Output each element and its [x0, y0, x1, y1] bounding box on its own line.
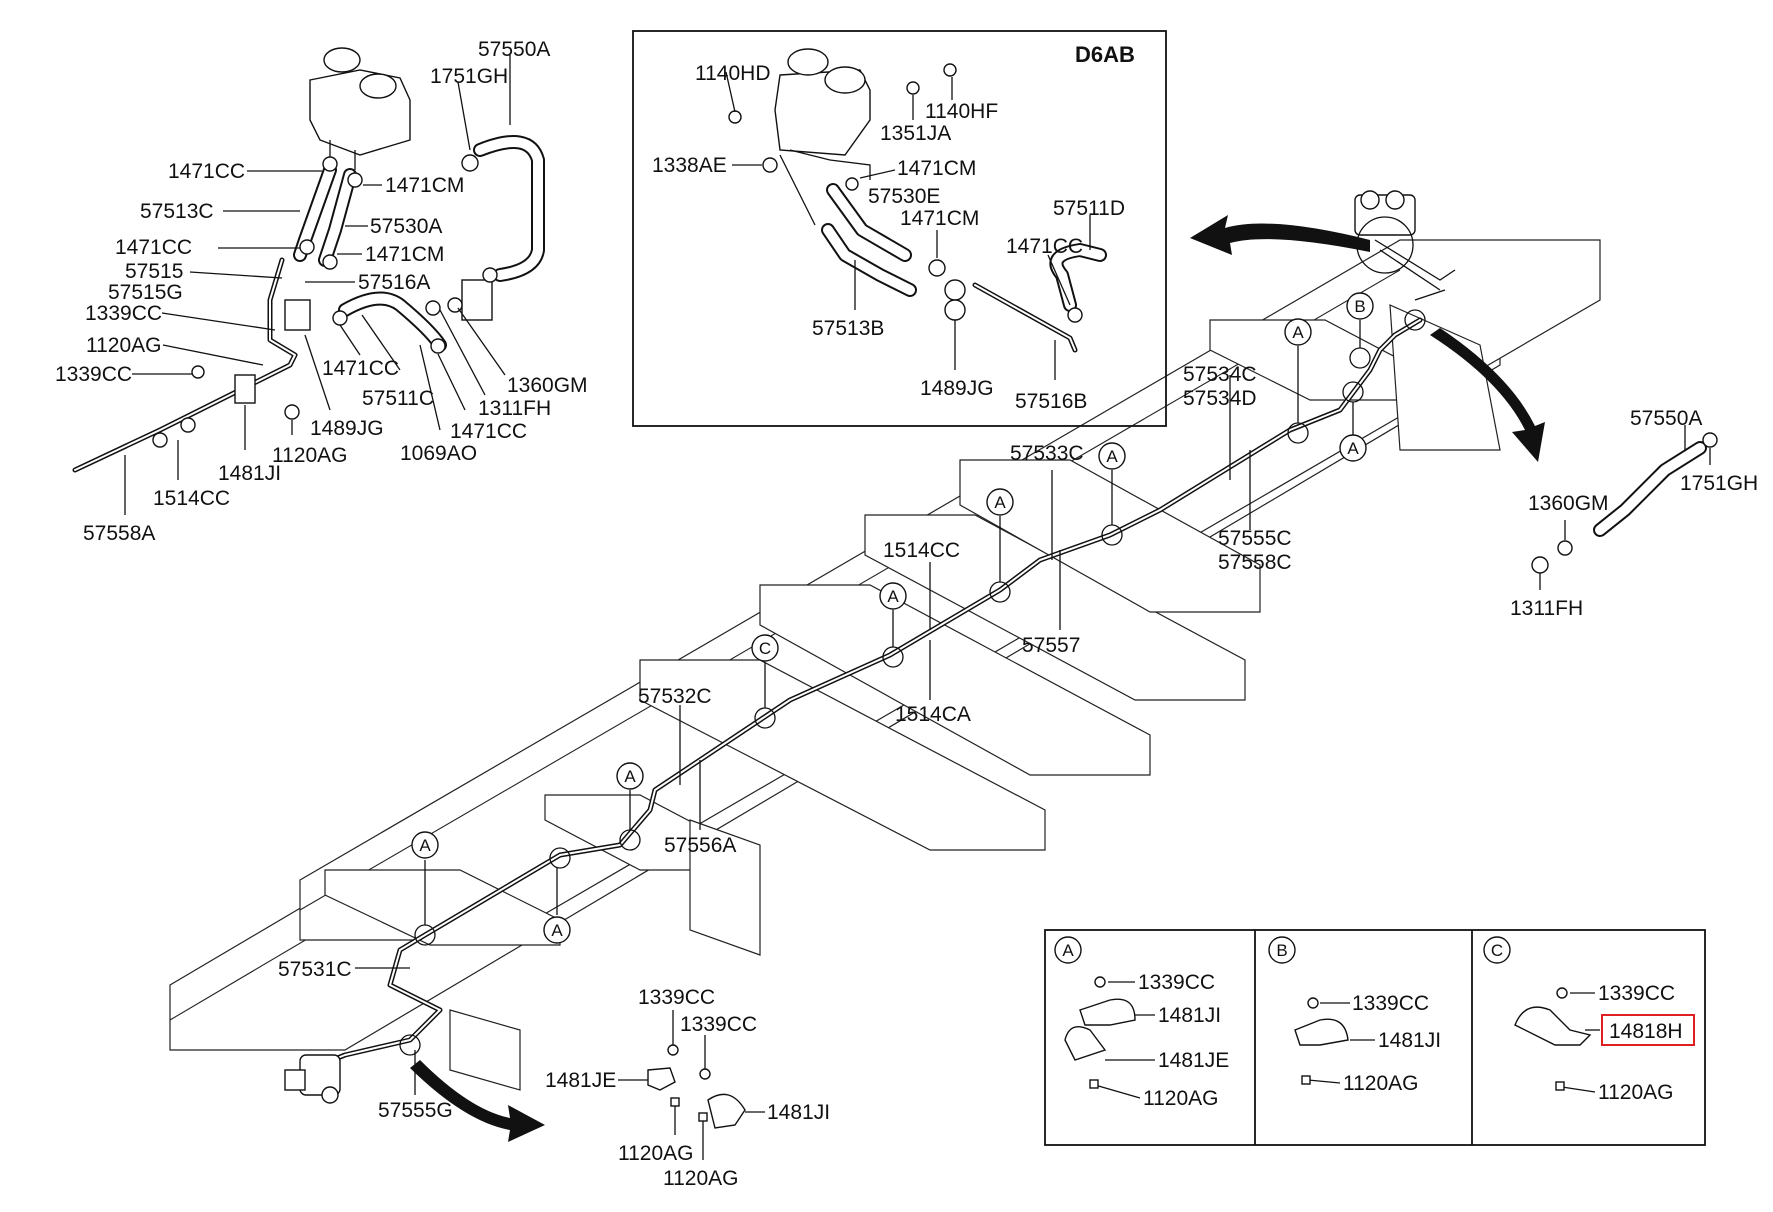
callout-a-2: A [551, 921, 563, 940]
label-1471CC-a: 1471CC [168, 160, 245, 183]
callout-b: B [1354, 297, 1365, 316]
label-57532C: 57532C [638, 685, 712, 708]
legend-a-1120AG: 1120AG [1143, 1087, 1219, 1110]
label-1351JA: 1351JA [880, 122, 951, 145]
inset-title: D6AB [1075, 42, 1135, 67]
callout-a-1: A [419, 836, 431, 855]
label-1514CC: 1514CC [883, 539, 960, 562]
label-1120AG-bottom-b: 1120AG [663, 1167, 739, 1190]
label-1120AG-bottom-a: 1120AG [618, 1142, 694, 1165]
label-57556A: 57556A [664, 834, 736, 857]
label-1339CC-a: 1339CC [85, 302, 162, 325]
label-57516B: 57516B [1015, 390, 1087, 413]
label-1481JE-bottom: 1481JE [545, 1069, 616, 1092]
legend-a-1481JE: 1481JE [1158, 1049, 1229, 1072]
label-57550A-right: 57550A [1630, 407, 1702, 430]
label-57515G: 57515G [108, 281, 183, 304]
label-1339CC-b: 1339CC [55, 363, 132, 386]
label-1120AG-b: 1120AG [272, 444, 348, 467]
label-1360GM: 1360GM [507, 374, 588, 397]
proportioning-valve [284, 1054, 341, 1104]
label-1471CM-b: 1471CM [365, 243, 444, 266]
callout-a-7: A [1292, 323, 1304, 342]
label-1360GM-right: 1360GM [1528, 492, 1609, 515]
label-57516A: 57516A [358, 271, 430, 294]
label-1471CC-c: 1471CC [322, 357, 399, 380]
legend-b-key: B [1276, 941, 1287, 960]
label-1339CC-bottom-a: 1339CC [638, 986, 715, 1009]
label-57550A: 57550A [478, 38, 550, 61]
label-1481JI-bottom: 1481JI [767, 1101, 830, 1124]
label-57515: 57515 [125, 260, 183, 283]
label-57530E: 57530E [868, 185, 940, 208]
label-1751GH-right: 1751GH [1680, 472, 1758, 495]
label-57533C: 57533C [1010, 442, 1084, 465]
callout-a-4: A [887, 587, 899, 606]
callout-c: C [759, 639, 771, 658]
label-1120AG-a: 1120AG [86, 334, 162, 357]
legend-c-14818H: 14818H [1609, 1020, 1683, 1043]
legend-c-1120AG: 1120AG [1598, 1081, 1674, 1104]
label-1311FH-right: 1311FH [1510, 597, 1583, 620]
label-57513C: 57513C [140, 200, 214, 223]
bottom-clip-detail: 1339CC 1339CC 1481JE 1481JI 1120AG 1120A… [545, 986, 830, 1190]
label-1339CC-bottom-b: 1339CC [680, 1013, 757, 1036]
label-57555G: 57555G [378, 1099, 453, 1122]
clip-legend: A 1339CC 1481JI 1481JE 1120AG B 1339CC 1… [1044, 929, 1706, 1146]
label-1311FH: 1311FH [478, 397, 551, 420]
legend-c-1339CC: 1339CC [1598, 982, 1675, 1005]
label-57513B: 57513B [812, 317, 884, 340]
legend-b-1339CC: 1339CC [1352, 992, 1429, 1015]
legend-b-1481JI: 1481JI [1378, 1029, 1441, 1052]
callout-a-6: A [1106, 447, 1118, 466]
label-57534D: 57534D [1183, 387, 1257, 410]
callout-a-8: A [1347, 439, 1359, 458]
legend-a-1339CC: 1339CC [1138, 971, 1215, 994]
legend-b-1120AG: 1120AG [1343, 1072, 1419, 1095]
label-1471CM-a-inset: 1471CM [897, 157, 976, 180]
label-1481JI: 1481JI [218, 462, 281, 485]
label-57555C: 57555C [1218, 527, 1292, 550]
label-1471CC-b: 1471CC [115, 236, 192, 259]
label-57558A: 57558A [83, 522, 155, 545]
highlight-box [1601, 1014, 1695, 1046]
master-cylinder-assembly [309, 47, 411, 170]
inset-d6ab: D6AB 1140HD 1140HF 1351JA 1338AE 1471CM … [632, 30, 1167, 427]
label-1338AE: 1338AE [652, 154, 727, 177]
main-brake-line [317, 317, 1423, 1068]
legend-a-key: A [1062, 941, 1074, 960]
callout-a-3: A [624, 767, 636, 786]
label-1471CC-inset: 1471CC [1006, 235, 1083, 258]
top-left-hoses [72, 135, 545, 473]
label-1489JG-inset: 1489JG [920, 377, 994, 400]
label-57530A: 57530A [370, 215, 442, 238]
label-1471CM-a: 1471CM [385, 174, 464, 197]
label-57511D: 57511D [1053, 197, 1125, 220]
top-left-labels: 57550A 1751GH 1471CC 1471CM 57513C 57530… [55, 38, 588, 545]
label-1514CC: 1514CC [153, 487, 230, 510]
callout-a-5: A [994, 493, 1006, 512]
label-1489JG: 1489JG [310, 417, 384, 440]
frame-labels: 57534C 57534D 57533C 57555C 57558C 1514C… [278, 363, 1292, 1122]
label-57558C: 57558C [1218, 551, 1292, 574]
label-57531C: 57531C [278, 958, 352, 981]
label-57557: 57557 [1022, 634, 1080, 657]
label-1140HF: 1140HF [925, 100, 998, 123]
label-1069AO: 1069AO [400, 442, 477, 465]
label-1751GH: 1751GH [430, 65, 508, 88]
label-57511C: 57511C [362, 387, 434, 410]
pointer-arrows [410, 215, 1545, 1142]
legend-a-1481JI: 1481JI [1158, 1004, 1221, 1027]
label-1471CC-d: 1471CC [450, 420, 527, 443]
callout-circles: A A A C A A A A B A [411, 289, 1446, 944]
label-1140HD: 1140HD [695, 62, 771, 85]
legend-c-key: C [1491, 941, 1503, 960]
master-cylinder-rear [1354, 190, 1456, 291]
label-1471CM-b-inset: 1471CM [900, 207, 979, 230]
right-hose-detail: 57550A 1751GH 1360GM 1311FH [1510, 407, 1758, 620]
label-57534C: 57534C [1183, 363, 1257, 386]
label-1514CA: 1514CA [895, 703, 971, 726]
